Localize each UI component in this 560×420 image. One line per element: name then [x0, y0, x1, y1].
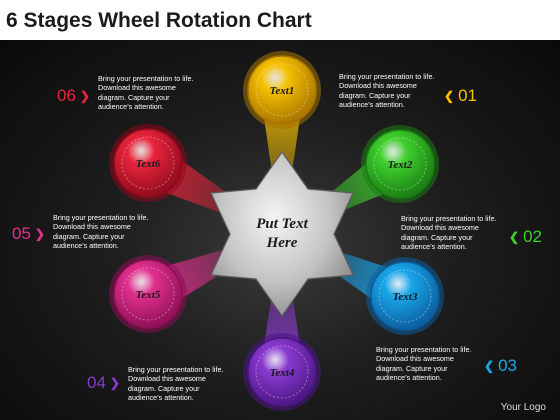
stage-2-node: Text2: [361, 125, 439, 203]
stage-2-inner-ring: [373, 137, 427, 191]
stage-3-label: Text3: [393, 291, 418, 303]
chevron-right-icon: ❯: [34, 227, 45, 241]
stage-3-inner-ring: [378, 269, 432, 323]
stage-1-description: Bring your presentation to life. Downloa…: [339, 72, 435, 109]
stage-3-marker: ❮ 03: [480, 356, 517, 376]
stage-2-label: Text2: [388, 159, 413, 171]
stage-3-circle: [370, 261, 440, 331]
stage-2-circle: [365, 129, 435, 199]
stage-6-inner-ring: [121, 136, 175, 190]
chevron-left-icon: ❮: [509, 230, 520, 244]
stage-6-number: 06: [57, 86, 76, 105]
page-title: 6 Stages Wheel Rotation Chart: [6, 9, 312, 32]
stage-5-label: Text5: [136, 289, 161, 301]
stage-2-description: Bring your presentation to life. Downloa…: [401, 214, 497, 251]
stage-4-inner-ring: [255, 345, 309, 399]
stage-3-node: Text3: [366, 257, 444, 335]
stage-5-circle: [113, 259, 183, 329]
stage-5-description: Bring your presentation to life. Downloa…: [53, 213, 149, 250]
chevron-right-icon: ❯: [79, 89, 90, 103]
wheel-diagram: Put Text Here Text1Text2Text3Text4Text5T…: [109, 51, 444, 411]
chevron-left-icon: ❮: [444, 89, 455, 103]
stage-5-marker: 05 ❯: [12, 224, 49, 244]
stage-1-label: Text1: [270, 85, 295, 97]
stage-3-number: 03: [498, 356, 517, 375]
center-text-line2: Here: [266, 235, 298, 251]
stage-1-circle: [247, 55, 317, 125]
stage-6-marker: 06 ❯: [57, 86, 94, 106]
stage-4-number: 04: [87, 373, 106, 392]
stage-6-circle: [113, 128, 183, 198]
stage-2-number: 02: [523, 227, 542, 246]
stage-4-node: Text4: [243, 333, 321, 411]
stage-5-node: Text5: [109, 255, 187, 333]
stage-5-number: 05: [12, 224, 31, 243]
stage-4-marker: 04 ❯: [87, 373, 124, 393]
stage-2-marker: ❮ 02: [505, 227, 542, 247]
stage-6-node: Text6: [109, 124, 187, 202]
stage-4-label: Text4: [270, 367, 295, 379]
center-text-line1: Put Text: [256, 216, 308, 232]
stage-6-description: Bring your presentation to life. Downloa…: [98, 74, 194, 111]
stage-3-description: Bring your presentation to life. Downloa…: [376, 345, 472, 382]
chevron-left-icon: ❮: [484, 359, 495, 373]
stage-1-inner-ring: [255, 63, 309, 117]
stage-1-number: 01: [458, 86, 477, 105]
center-star: [210, 150, 354, 318]
stage-5-inner-ring: [121, 267, 175, 321]
stage-1-node: Text1: [243, 51, 321, 129]
stage-6-label: Text6: [136, 158, 161, 170]
stage-1-marker: ❮ 01: [440, 86, 477, 106]
stage-4-circle: [247, 337, 317, 407]
logo-text: Your Logo: [500, 402, 546, 413]
chevron-right-icon: ❯: [109, 376, 120, 390]
stage-4-description: Bring your presentation to life. Downloa…: [128, 365, 224, 402]
